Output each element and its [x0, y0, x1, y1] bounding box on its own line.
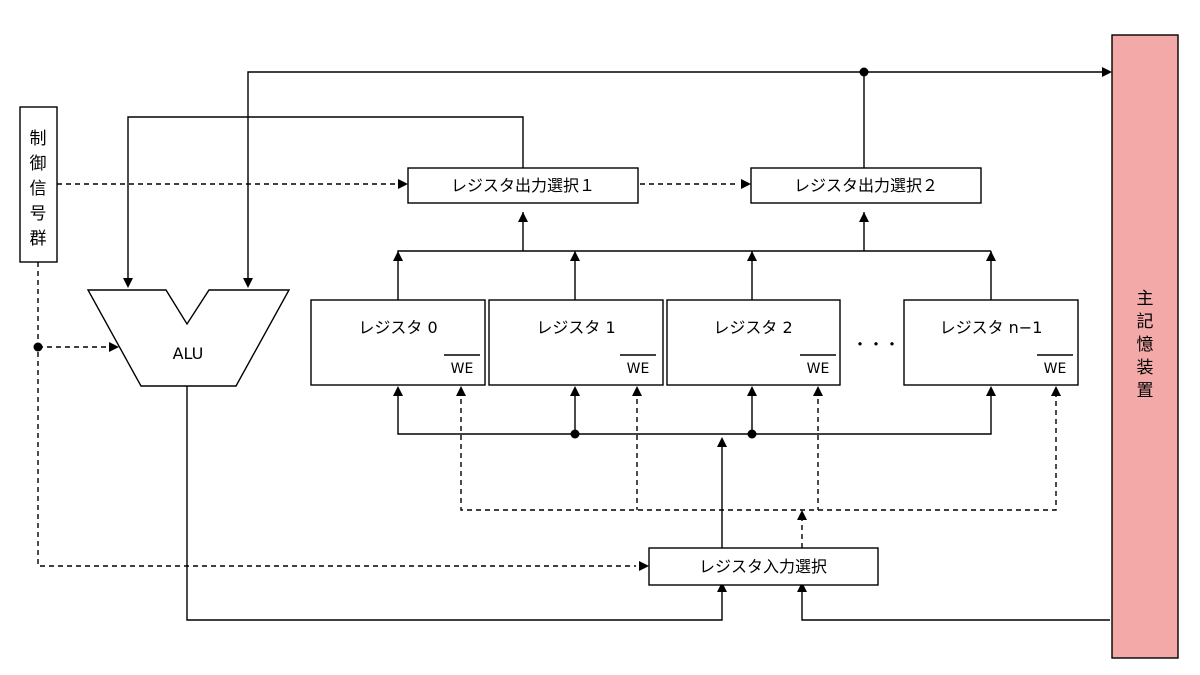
write-enable-label: WE	[1044, 361, 1067, 377]
control-lines	[37, 183, 1057, 567]
register-output-bus	[397, 250, 991, 300]
register-label: レジスタ 0	[358, 318, 437, 337]
wire-to-memory	[247, 71, 1105, 282]
register-input-bus	[397, 390, 992, 435]
register-2: レジスタ 2 WE	[666, 299, 841, 386]
alu-label: ALU	[173, 344, 204, 363]
memory-char: 装	[1137, 358, 1154, 378]
control-char: 号	[30, 204, 47, 224]
register-label: レジスタ n−1	[940, 318, 1043, 337]
memory-char: 主	[1137, 289, 1154, 309]
input-selector: レジスタ入力選択	[648, 547, 879, 586]
wire-memory-to-input-selector	[801, 590, 1110, 621]
register-0: レジスタ 0 WE	[310, 299, 486, 386]
control-char: 制	[30, 129, 47, 149]
register-ellipsis: ・・・	[852, 335, 900, 354]
input-selector-label: レジスタ入力選択	[699, 557, 827, 576]
register-n-minus-1: レジスタ n−1 WE	[903, 299, 1079, 386]
register-1: レジスタ 1 WE	[488, 299, 664, 386]
wire-selector1-to-alu	[127, 116, 524, 282]
write-enable-label: WE	[627, 361, 650, 377]
memory-char: 憶	[1137, 335, 1154, 355]
control-char: 御	[30, 154, 47, 174]
output-selector-2: レジスタ出力選択２	[750, 167, 982, 204]
arrowheads	[109, 67, 1112, 592]
data-wires	[127, 71, 1110, 621]
output-selector-1: レジスタ出力選択１	[407, 167, 639, 204]
write-enable-label: WE	[807, 361, 830, 377]
junction-dots	[33, 67, 869, 439]
memory-char: 置	[1137, 381, 1154, 401]
register-label: レジスタ 2	[713, 318, 792, 337]
register-label: レジスタ 1	[536, 318, 615, 337]
memory-char: 記	[1137, 312, 1154, 332]
main-memory-block: 主 記 憶 装 置	[1111, 34, 1179, 659]
output-selector-2-label: レジスタ出力選択２	[794, 176, 938, 195]
wire-alu-to-input-selector	[186, 386, 723, 621]
control-char: 信	[30, 179, 47, 199]
control-char: 群	[30, 229, 47, 249]
control-signals-box: 制 御 信 号 群	[19, 106, 58, 263]
output-selector-1-label: レジスタ出力選択１	[451, 176, 595, 195]
alu-block: ALU	[86, 289, 291, 387]
write-enable-label: WE	[451, 361, 474, 377]
